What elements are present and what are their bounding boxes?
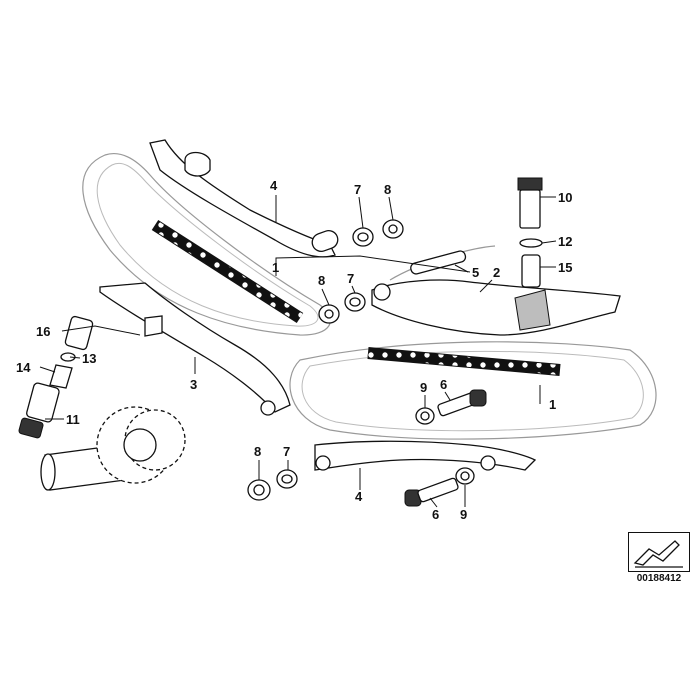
bolt-lower: [404, 467, 475, 507]
callout-8-middle: 8: [318, 273, 325, 288]
callout-1-lower: 1: [549, 397, 556, 412]
callout-13: 13: [82, 351, 96, 366]
arrow-icon: [633, 540, 683, 568]
callout-6-middle: 6: [440, 377, 447, 392]
callout-5: 5: [472, 265, 479, 280]
callout-2: 2: [493, 265, 500, 280]
bolt-middle: [415, 389, 487, 425]
leader-lines: [39, 195, 557, 508]
washers-lower: [247, 469, 298, 501]
callout-8-upper: 8: [384, 182, 391, 197]
callout-7-lower: 7: [283, 444, 290, 459]
chain-tensioner-assembly: [517, 177, 543, 288]
callout-16: 16: [36, 324, 50, 339]
callout-9-lower: 9: [460, 507, 467, 522]
callout-7-middle: 7: [347, 271, 354, 286]
callout-10: 10: [558, 190, 572, 205]
callout-3: 3: [190, 377, 197, 392]
crankshaft-sprockets: [40, 406, 186, 491]
callout-11: 11: [66, 412, 80, 427]
reference-arrow-box: [628, 532, 690, 572]
callout-1-upper: 1: [272, 260, 279, 275]
callout-14: 14: [16, 360, 31, 375]
callout-8-lower: 8: [254, 444, 261, 459]
callout-15: 15: [558, 260, 572, 275]
upper-chain-segment: [151, 219, 304, 324]
callout-4-upper: 4: [270, 178, 278, 193]
callout-12: 12: [558, 234, 572, 249]
left-tensioner-assembly: [18, 315, 94, 439]
callout-7-upper: 7: [354, 182, 361, 197]
left-guide-rail: [99, 282, 291, 416]
lower-chain-segment: [367, 347, 561, 376]
tensioner-rail: [371, 279, 621, 336]
lower-guide-rail: [314, 440, 537, 471]
callout-4-lower: 4: [355, 489, 363, 504]
upper-guide-rail: [149, 139, 339, 258]
chain-outline-lower: [289, 341, 657, 440]
callout-9-middle: 9: [420, 380, 427, 395]
pin-5: [410, 250, 467, 275]
callout-6-lower: 6: [432, 507, 439, 522]
callout-labels: 4 7 8 10 12 15 1 8 7 5 2 16 13 14 3 9 6 …: [16, 178, 572, 522]
diagram-reference-number: 00188412: [636, 573, 682, 584]
